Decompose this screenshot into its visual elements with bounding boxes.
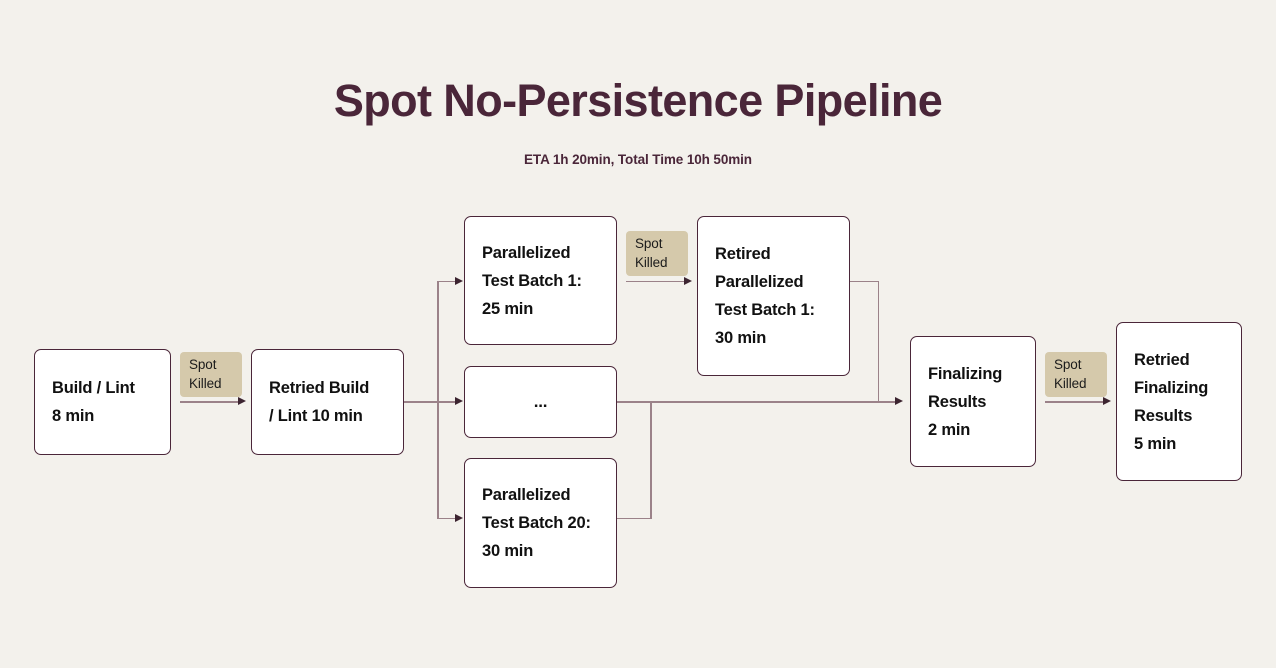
node-line: Build / Lint xyxy=(52,379,135,397)
node-line: Results xyxy=(1134,406,1193,425)
connector-build-to-retried xyxy=(180,401,238,403)
node-test-batch-ellipsis[interactable]: ... xyxy=(464,366,617,438)
node-retired-test-batch-1[interactable]: Retired Parallelized Test Batch 1: 30 mi… xyxy=(697,216,850,376)
node-line: 30 min xyxy=(715,329,767,347)
badge-line: Killed xyxy=(189,376,222,391)
node-line: Parallelized xyxy=(715,273,804,291)
node-line: Retired xyxy=(715,245,771,263)
badge-line: Killed xyxy=(635,255,668,270)
arrowhead-batch1-to-retired xyxy=(684,276,692,285)
badge-line: Spot xyxy=(189,357,217,372)
node-line: Test Batch 20: xyxy=(482,514,591,532)
arrowhead-to-ellipsis xyxy=(455,397,463,406)
node-line: Finalizing xyxy=(1134,378,1209,397)
node-line: 25 min xyxy=(482,299,534,318)
node-line: Results xyxy=(928,392,987,411)
node-line: 8 min xyxy=(52,407,95,425)
node-line: Retried Build xyxy=(269,379,370,397)
node-line: Finalizing xyxy=(928,364,1003,383)
arrowhead-to-batch1 xyxy=(455,276,463,285)
arrowhead-merge-to-finalizing xyxy=(895,397,903,406)
node-line: 30 min xyxy=(482,542,534,560)
node-line: Test Batch 1: xyxy=(482,271,582,290)
connector-fanout-to-batch1 xyxy=(437,280,455,283)
node-line: / Lint 10 min xyxy=(269,407,363,425)
arrowhead-finalizing-to-retried xyxy=(1103,397,1111,406)
node-line: 2 min xyxy=(928,420,971,439)
connector-retired-batch1-out xyxy=(850,280,879,283)
node-line: Parallelized xyxy=(482,486,571,504)
node-test-batch-1[interactable]: Parallelized Test Batch 1: 25 min xyxy=(464,216,617,345)
node-finalizing-results[interactable]: Finalizing Results 2 min xyxy=(910,336,1036,467)
node-line: Retried xyxy=(1134,350,1190,369)
badge-spot-killed-batch: Spot Killed xyxy=(626,231,688,276)
node-line: Test Batch 1: xyxy=(715,301,815,319)
badge-line: Spot xyxy=(635,236,663,251)
connector-fanout-spine xyxy=(437,281,439,519)
page-title: Spot No-Persistence Pipeline xyxy=(333,75,943,126)
connector-fanout-to-ellipsis xyxy=(437,401,455,403)
page-subtitle: ETA 1h 20min, Total Time 10h 50min xyxy=(524,152,752,167)
badge-line: Spot xyxy=(1054,357,1082,372)
arrowhead-build-to-retried xyxy=(238,397,246,406)
connector-retired-batch1-down xyxy=(877,281,880,402)
connector-fanout-to-batch20 xyxy=(437,517,455,520)
connector-merge-bus xyxy=(617,401,895,403)
node-test-batch-20[interactable]: Parallelized Test Batch 20: 30 min xyxy=(464,458,617,588)
node-line: 5 min xyxy=(1134,434,1177,453)
connector-finalizing-to-retried xyxy=(1045,401,1103,403)
connector-batch20-up xyxy=(650,401,652,519)
connector-batch1-to-retired xyxy=(626,280,686,283)
connector-batch20-out xyxy=(617,517,652,520)
node-retried-finalizing-results[interactable]: Retried Finalizing Results 5 min xyxy=(1116,322,1242,481)
node-retried-build-lint[interactable]: Retried Build / Lint 10 min xyxy=(251,349,404,455)
badge-spot-killed-build: Spot Killed xyxy=(180,352,242,397)
arrowhead-to-batch20 xyxy=(455,513,463,522)
badge-spot-killed-finalizing: Spot Killed xyxy=(1045,352,1107,397)
badge-line: Killed xyxy=(1054,376,1087,391)
node-build-lint[interactable]: Build / Lint 8 min xyxy=(34,349,171,455)
node-line: ... xyxy=(533,392,548,411)
node-line: Parallelized xyxy=(482,243,571,262)
connector-fanout-stem xyxy=(404,401,438,403)
